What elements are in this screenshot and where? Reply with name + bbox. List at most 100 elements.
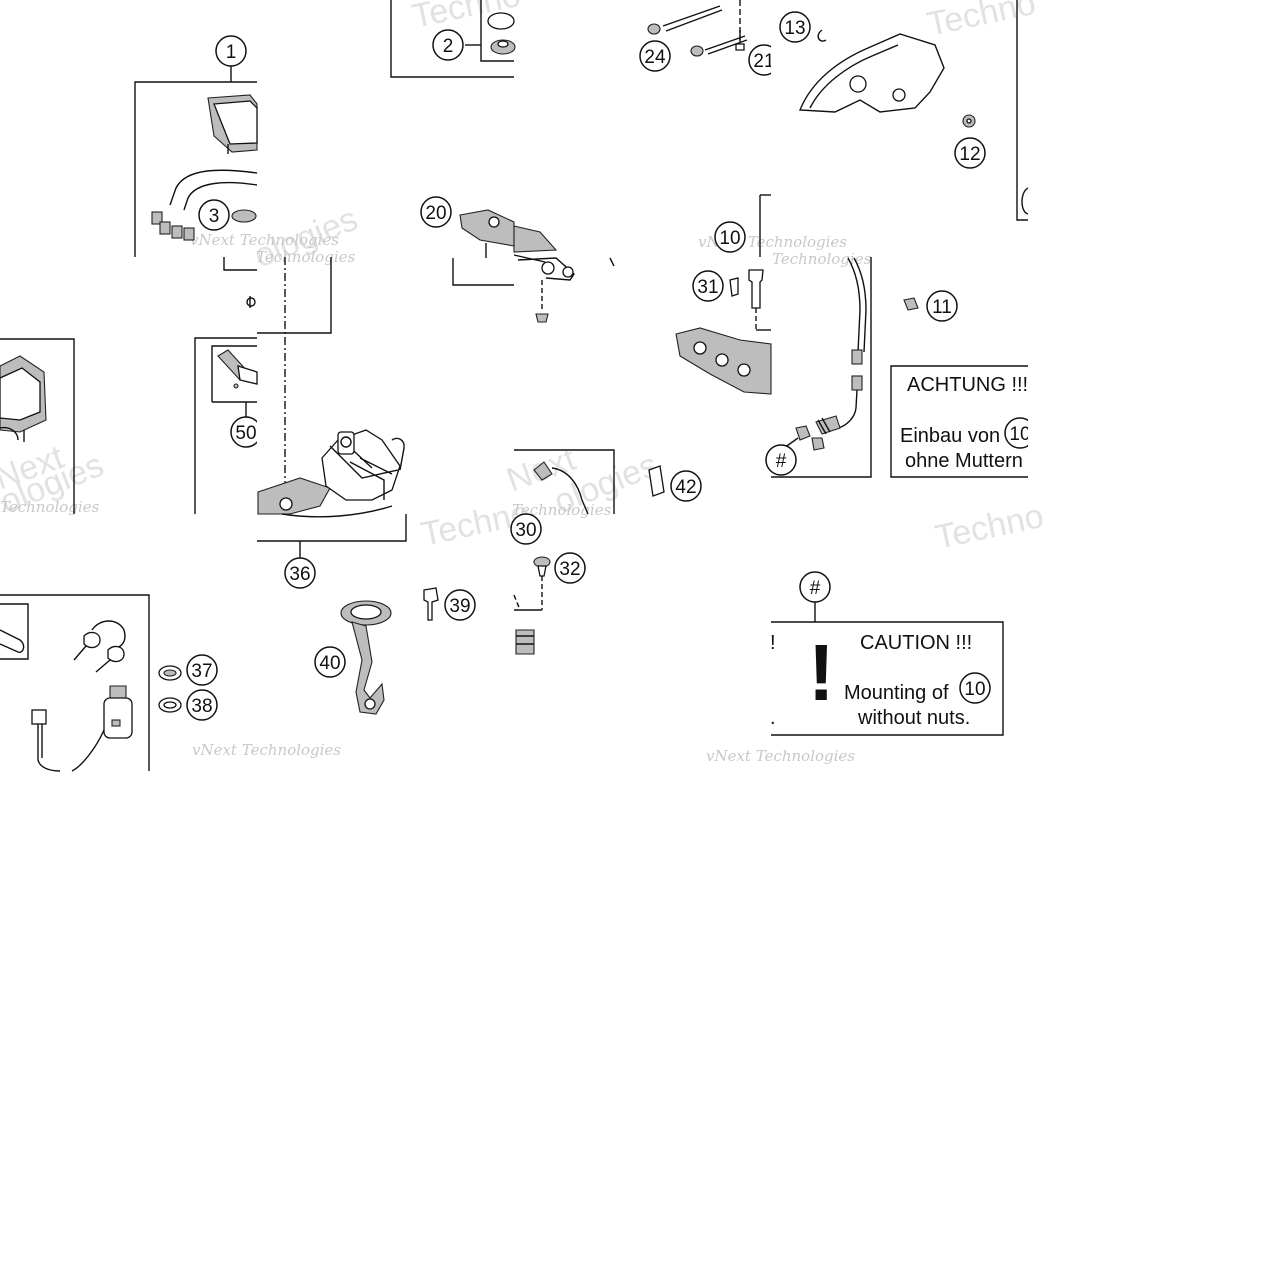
callout-circle [748, 44, 771, 76]
callout-circle [230, 416, 257, 448]
watermark-technologies-2: Technologies [256, 248, 356, 266]
callout-circle [198, 199, 230, 231]
tank-ring-and-key [340, 587, 439, 715]
callout-label: 50 [235, 423, 256, 444]
caution-title-fragment: ! [770, 632, 776, 654]
callout-label: 31 [697, 277, 718, 298]
callout-39: 39 [444, 589, 476, 621]
callout--hash_b: # [799, 571, 831, 603]
callout-circle [799, 571, 831, 603]
callout-12: 12 [954, 137, 986, 169]
caution-title: CAUTION !!! [860, 632, 972, 654]
callout-label: 10 [1009, 424, 1030, 445]
watermark-brand-4: vNext Technologies [706, 747, 855, 765]
callout-circle [959, 672, 991, 704]
callout-31: 31 [692, 270, 724, 302]
caution-line1: Mounting of [844, 682, 949, 704]
caution-dot-fragment: . [770, 707, 776, 729]
callout-50: 50 [230, 416, 257, 448]
callout-circle [432, 29, 464, 61]
callout-label: 42 [675, 477, 696, 498]
watermark-brand-1: vNext Technologies [190, 231, 339, 249]
dashboard-side-view [0, 257, 258, 514]
callout-label: 36 [289, 564, 310, 585]
callout-label: 2 [443, 36, 454, 57]
callout-circle [444, 589, 476, 621]
callout-24: 24 [639, 40, 671, 72]
callout-label: 10 [964, 679, 985, 700]
callout-circle [554, 552, 586, 584]
callout-13: 13 [779, 11, 811, 43]
callout-label: 39 [449, 596, 470, 617]
callout-label: 12 [959, 144, 980, 165]
callout-label: # [810, 578, 821, 599]
watermark-layer: Techno Techno Techno Techno Next Next ol… [0, 0, 1047, 765]
callout-circle [186, 654, 218, 686]
callout-circle [639, 40, 671, 72]
callout-label: 11 [932, 297, 952, 318]
exclamation-icon: ! [808, 628, 835, 717]
callout-20: 20 [420, 196, 452, 228]
callout-circle [215, 35, 247, 67]
callout-3: 3 [198, 199, 230, 231]
callout-label: 30 [515, 520, 536, 541]
bracket-and-sensor [514, 257, 772, 515]
callout-label: # [776, 451, 787, 472]
sensor-cable [771, 257, 919, 478]
callout-circle [670, 470, 702, 502]
callout-circle [954, 137, 986, 169]
callout-38: 38 [186, 689, 218, 721]
callout-2: 2 [432, 29, 464, 61]
callout-label: 20 [425, 203, 446, 224]
achtung-title: ACHTUNG !!! [907, 374, 1028, 396]
callout-circle [284, 557, 316, 589]
callout-37: 37 [186, 654, 218, 686]
callout-label: 40 [319, 653, 340, 674]
watermark-technologies-3: Technologies [512, 501, 612, 519]
callout-circle [779, 11, 811, 43]
callout-10b: 10 [1004, 417, 1030, 449]
callout-label: 37 [191, 661, 212, 682]
callout-label: 10 [719, 228, 740, 249]
callout-42: 42 [670, 470, 702, 502]
callout-circle [186, 689, 218, 721]
callout-label: 24 [644, 47, 666, 68]
caution-line2: without nuts. [857, 707, 970, 729]
callout-36: 36 [284, 557, 316, 589]
callout-circle [510, 513, 542, 545]
mounting-plate [798, 0, 1029, 221]
callout-circle [765, 444, 797, 476]
callout-circle [314, 646, 346, 678]
bracket-assembly [257, 429, 405, 518]
top-frame-box [257, 0, 516, 558]
bolt-32-assembly [513, 556, 551, 655]
callout-label: 13 [784, 18, 805, 39]
dashboard-assembly [134, 66, 258, 257]
watermark-technologies-1: Technologies [0, 498, 100, 516]
callout-10a: 10 [714, 221, 746, 253]
callout-10c: 10 [959, 672, 991, 704]
callout-32: 32 [554, 552, 586, 584]
warning-note-german: ACHTUNG !!! Einbau von ohne Muttern [890, 365, 1028, 478]
callout-11: 11 [926, 290, 958, 322]
callout-label: 21 [753, 51, 774, 72]
achtung-line2: ohne Muttern [905, 450, 1023, 472]
callout-circle [1004, 417, 1028, 449]
warning-note-english: ! CAUTION !!! Mounting of without nuts. … [770, 602, 1004, 736]
watermark-techno-4: Techno [932, 497, 1047, 557]
callout-label: 32 [559, 559, 580, 580]
callout-circle [714, 221, 746, 253]
callout-label: 3 [209, 206, 220, 227]
watermark-brand-3: vNext Technologies [192, 741, 341, 759]
callout-circle [692, 270, 724, 302]
callout-21: 21 [748, 44, 774, 76]
callout-label: 38 [191, 696, 212, 717]
callout-1: 1 [215, 35, 247, 67]
callout-30: 30 [510, 513, 542, 545]
callout-label: 1 [226, 42, 237, 63]
bolts-24-21 [513, 0, 771, 263]
callout-circle [926, 290, 958, 322]
callout--hash_a: # [765, 444, 797, 476]
